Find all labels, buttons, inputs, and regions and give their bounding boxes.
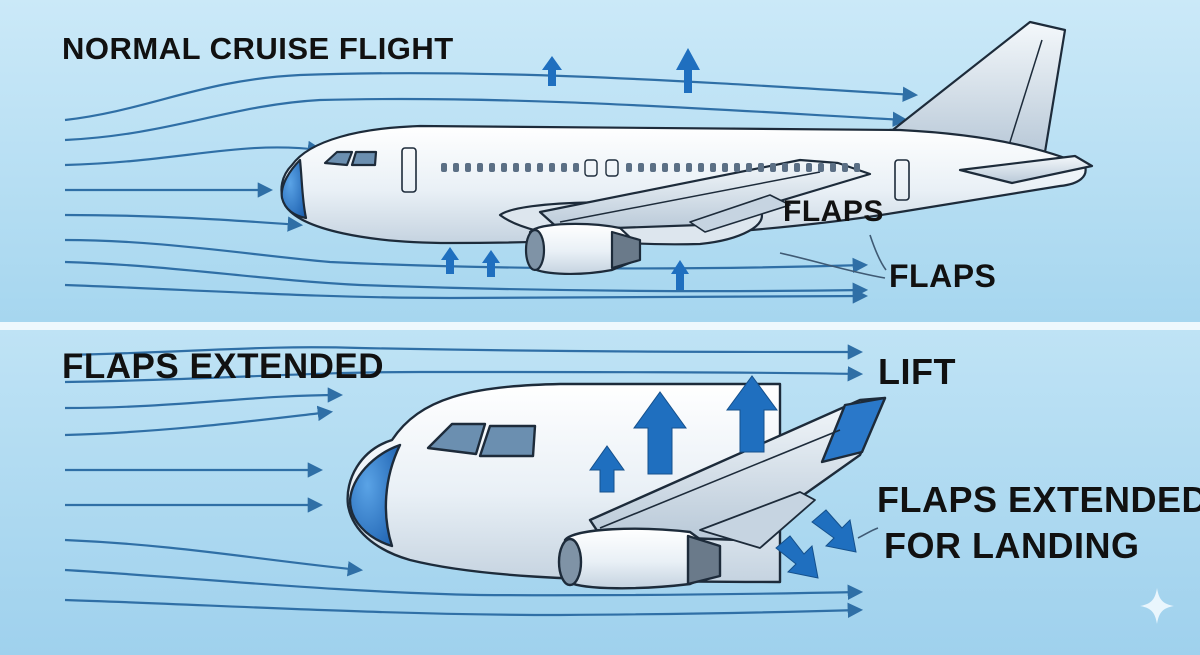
sparkle-icon [1140, 588, 1174, 624]
top-flaps-leaders [779, 234, 887, 279]
flaps-extended-callout-line2: FOR LANDING [884, 525, 1140, 566]
cruise-panel-title: NORMAL CRUISE FLIGHT [62, 31, 454, 66]
bottom-lift-arrows [589, 375, 778, 493]
bottom-leaders [857, 527, 879, 539]
wing-flaps-label: FLAPS [783, 195, 884, 228]
bottom-airflow-lines [64, 344, 864, 619]
top-airflow-lines [64, 72, 919, 304]
flaps-callout-label: FLAPS [889, 258, 997, 294]
cruise-airplane [280, 20, 1094, 276]
cruise-window-row [441, 159, 860, 177]
panel-divider [0, 322, 1200, 330]
flaps-extended-panel-title: FLAPS EXTENDED [62, 347, 385, 386]
downwash-arrows [775, 509, 857, 579]
lift-label: LIFT [878, 351, 956, 392]
top-lift-arrows [441, 48, 700, 290]
flaps-extended-callout-line1: FLAPS EXTENDED [877, 479, 1200, 520]
